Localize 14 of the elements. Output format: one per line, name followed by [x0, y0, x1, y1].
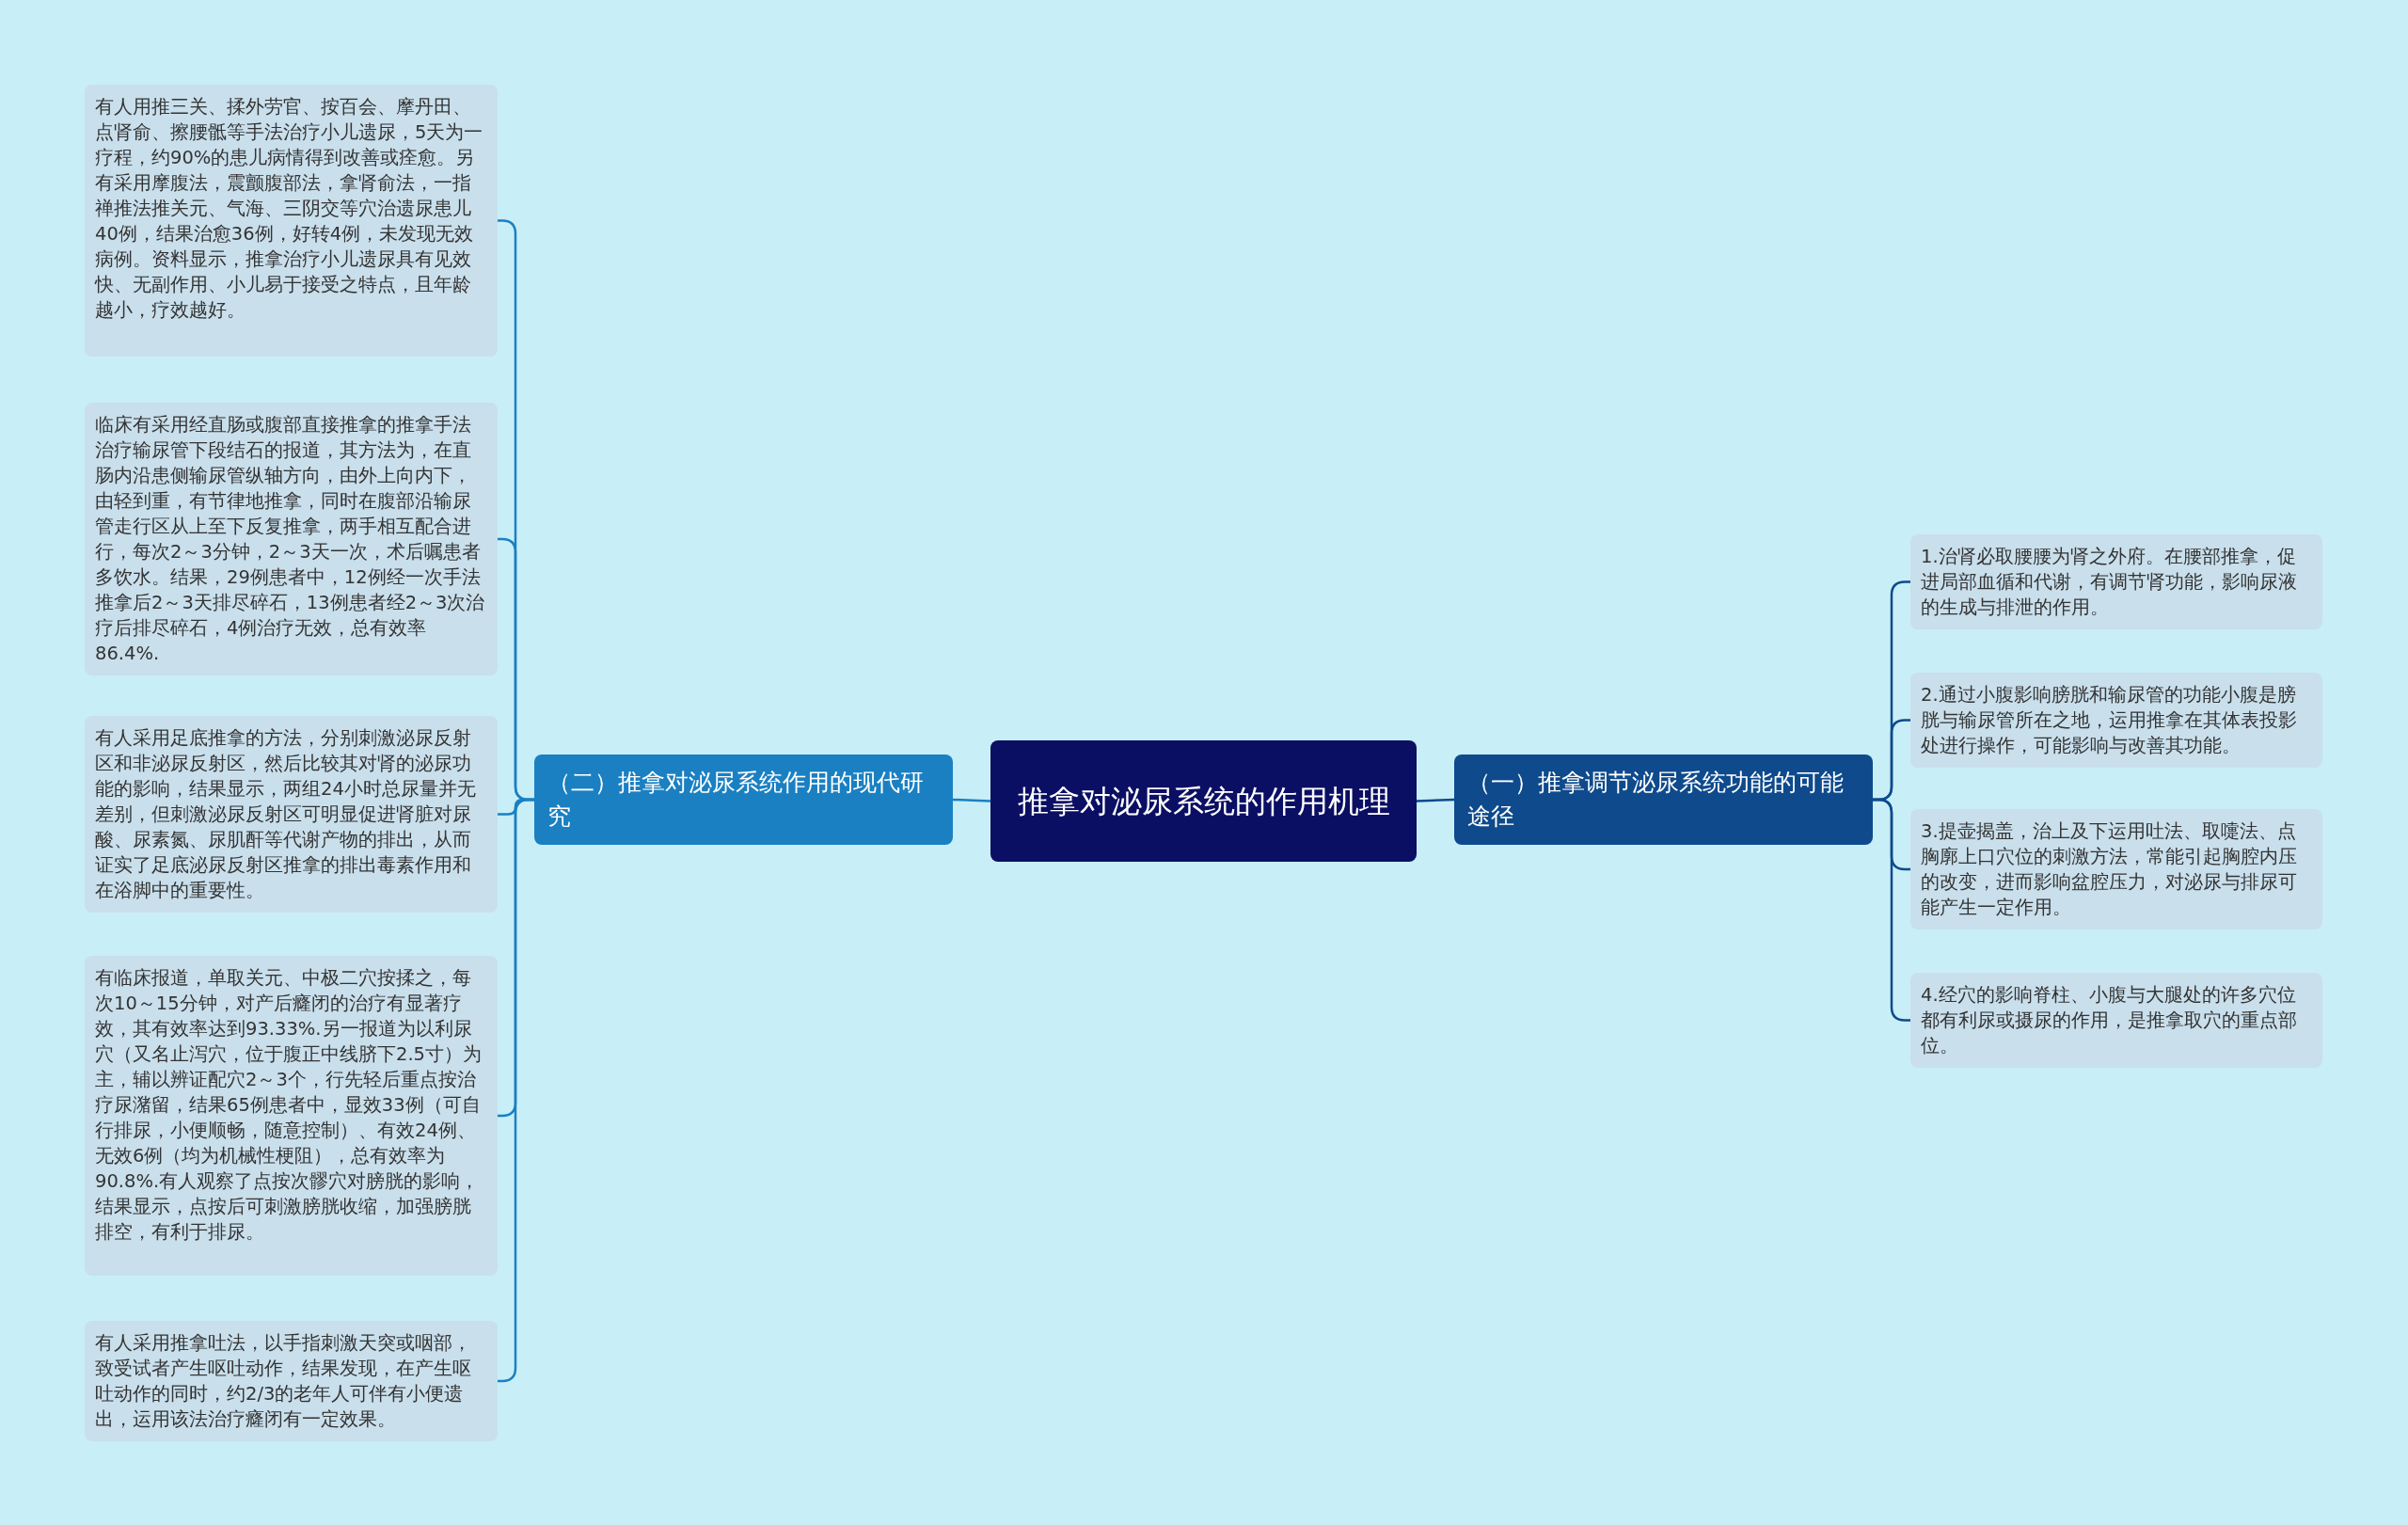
branch-topic-box: （二）推拿对泌尿系统作用的现代研究 [534, 755, 953, 845]
note-box: 2.通过小腹影响膀胱和输尿管的功能小腹是膀胱与输尿管所在之地，运用推拿在其体表投影处进行操作，可能影响与改善其功能。 [1910, 673, 2322, 768]
note-box: 4.经穴的影响脊柱、小腹与大腿处的许多穴位都有利尿或摄尿的作用，是推拿取穴的重点部位。 [1910, 973, 2322, 1068]
branch-topic-box: （一）推拿调节泌尿系统功能的可能途径 [1454, 755, 1873, 845]
note-box: 1.治肾必取腰腰为肾之外府。在腰部推拿，促进局部血循和代谢，有调节肾功能，影响尿液的生成与排泄的作用。 [1910, 534, 2322, 629]
note-box: 临床有采用经直肠或腹部直接推拿的推拿手法治疗输尿管下段结石的报道，其方法为，在直肠内沿患侧输尿管纵轴方向，由外上向内下，由轻到重，有节律地推拿，同时在腹部沿输尿管走行区从上至下反复推拿，两手相互配合进行，每次2～3分钟，2～3天一次，术后嘱患者多饮水。结果，29例患者中，12例经一次手法推拿后2～3天排尽碎石，13例患者经2～3次治疗后排尽碎石，4例治疗无效，总有效率86.4%. [85, 403, 498, 675]
connector-line [1416, 798, 1455, 802]
note-box: 有人用推三关、揉外劳官、按百会、摩丹田、点肾俞、擦腰骶等手法治疗小儿遗尿，5天为一疗程，约90%的患儿病情得到改善或痊愈。另有采用摩腹法，震颤腹部法，拿肾俞法，一指禅推法推关元、气海、三阴交等穴治遗尿患儿40例，结果治愈36例，好转4例，未发现无效病例。资料显示，推拿治疗小儿遗尿具有见效快、无副作用、小儿易于接受之特点，且年龄越小，疗效越好。 [85, 85, 498, 357]
note-box: 有人采用推拿吐法，以手指刺激天突或咽部，致受试者产生呕吐动作，结果发现，在产生呕吐动作的同时，约2/3的老年人可伴有小便遗出，运用该法治疗癃闭有一定效果。 [85, 1321, 498, 1441]
note-box: 有临床报道，单取关元、中极二穴按揉之，每次10～15分钟，对产后癃闭的治疗有显著疗效，其有效率达到93.33%.另一报道为以利尿穴（又名止泻穴，位于腹正中线脐下2.5寸）为主，辅以辨证配穴2～3个，行先轻后重点按治疗尿潴留，结果65例患者中，显效33例（可自行排尿，小便顺畅，随意控制）、有效24例、无效6例（均为机械性梗阻），总有效率为90.8%.有人观察了点按次髎穴对膀胱的影响，结果显示，点按后可刺激膀胱收缩，加强膀胱排空，有利于排尿。 [85, 956, 498, 1276]
note-box: 有人采用足底推拿的方法，分别刺激泌尿反射区和非泌尿反射区，然后比较其对肾的泌尿功能的影响，结果显示，两组24小时总尿量并无差别，但刺激泌尿反射区可明显促进肾脏对尿酸、尿素氮、尿肌酐等代谢产物的排出，从而证实了足底泌尿反射区推拿的排出毒素作用和在浴脚中的重要性。 [85, 716, 498, 913]
note-box: 3.提壶揭盖，治上及下运用吐法、取嚏法、点胸廓上口穴位的刺激方法，常能引起胸腔内压的改变，进而影响盆腔压力，对泌尿与排尿可能产生一定作用。 [1910, 809, 2322, 929]
root-topic-box: 推拿对泌尿系统的作用机理 [990, 740, 1417, 862]
connector-line [952, 798, 991, 802]
